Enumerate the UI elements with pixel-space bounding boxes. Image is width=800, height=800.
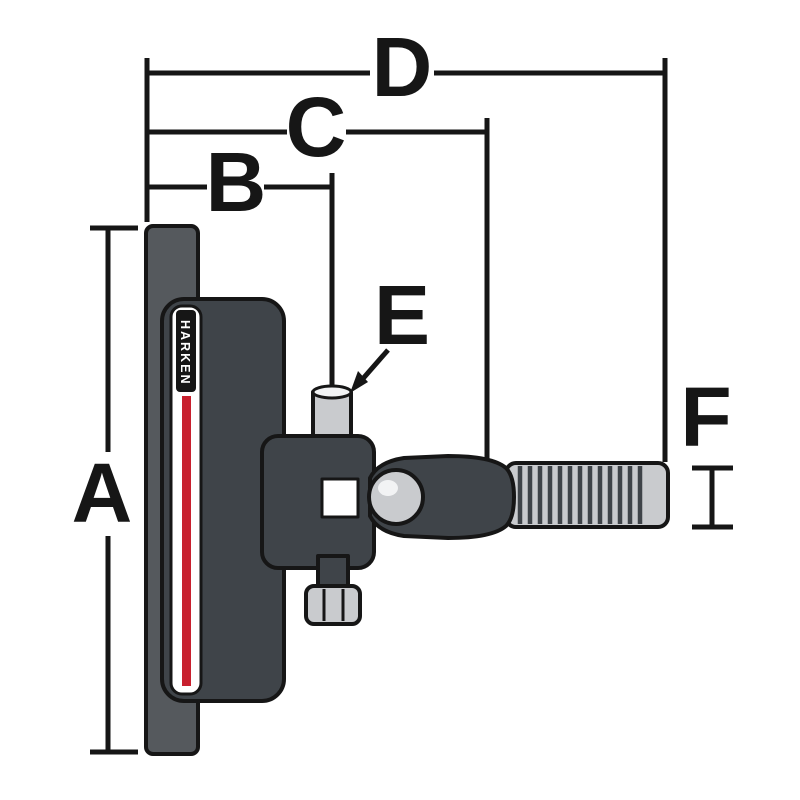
dimension-lines — [90, 58, 733, 755]
bottom-post — [316, 554, 350, 590]
label-f: F — [680, 370, 731, 464]
hardware-part: HARKEN — [144, 224, 670, 756]
brand-plate — [176, 310, 196, 392]
e-pointer-arrowhead — [350, 371, 368, 393]
pin-e-top — [311, 384, 353, 400]
label-d: D — [372, 20, 433, 114]
stud-threads — [517, 466, 643, 524]
label-e: E — [374, 268, 430, 362]
hex-nut — [304, 584, 362, 626]
brand-label: HARKEN — [178, 320, 192, 385]
label-b: B — [206, 135, 267, 229]
red-stripe — [182, 396, 191, 686]
pivot-pin — [367, 468, 425, 526]
clevis-slot — [320, 477, 360, 519]
e-pointer-line — [358, 348, 390, 384]
pivot-pin-highlight — [378, 480, 398, 496]
dimension-labels: D C B A E F — [72, 20, 732, 540]
label-c: C — [286, 80, 347, 174]
label-a: A — [72, 446, 133, 540]
